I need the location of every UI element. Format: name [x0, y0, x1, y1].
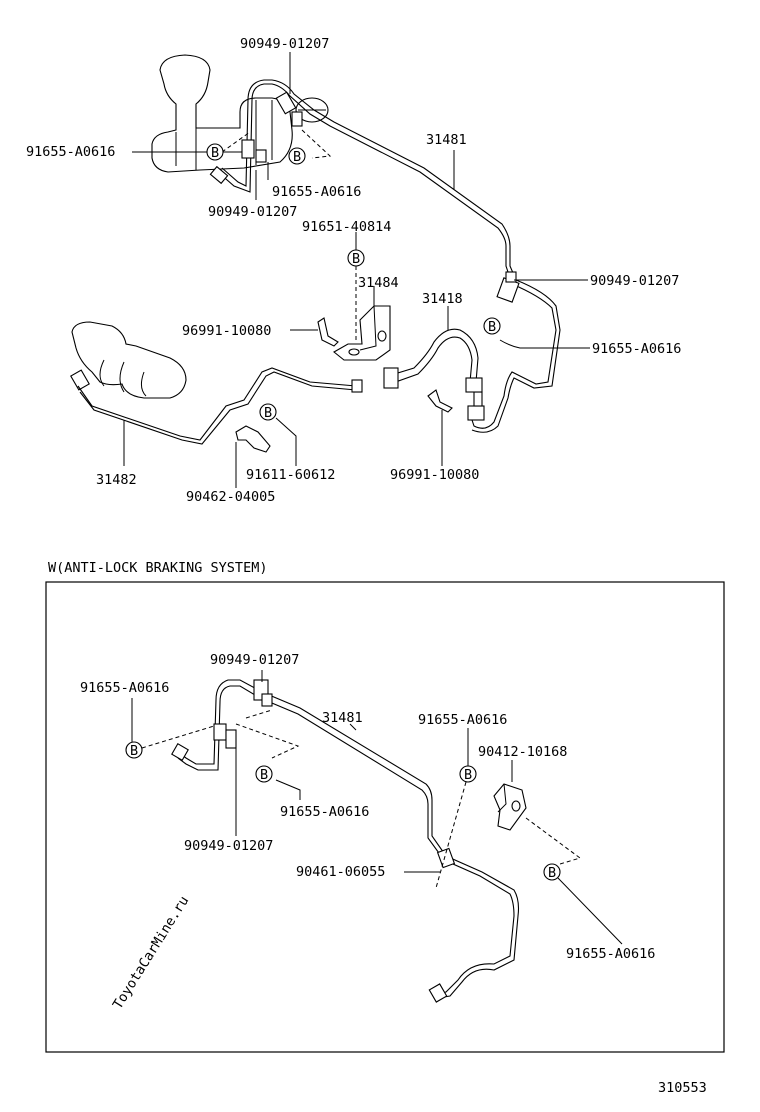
label-abs-right-clamp-bottom: 91655-A0616 [566, 946, 655, 962]
bolt-marker-b: B [352, 251, 360, 267]
label-abs-top-union: 90949-01207 [210, 652, 299, 668]
bracket-31484 [333, 305, 391, 361]
pipe-31482 [77, 367, 363, 445]
bolt-marker-b: B [464, 767, 472, 783]
abs-bolt-markers [125, 741, 561, 881]
label-pipe-31481: 31481 [426, 132, 467, 148]
bolt-marker-b: B [548, 865, 556, 881]
label-right-union: 90949-01207 [590, 273, 679, 289]
figure-number: 310553 [658, 1080, 707, 1096]
label-abs-bracket-bolt: 90412-10168 [478, 744, 567, 760]
label-abs-mid-clamp: 91655-A0616 [280, 804, 369, 820]
hose-31418 [383, 328, 483, 393]
label-right-clamp: 91655-A0616 [592, 341, 681, 357]
bolt-marker-b: B [293, 149, 301, 165]
watermark: ToyotaCarMine.ru [110, 893, 192, 1012]
bolt-marker-b: B [264, 405, 272, 421]
label-clamp-bolt: 91611-60612 [246, 467, 335, 483]
pipe-31481 [217, 79, 561, 433]
upper-bolt-marker-letters: B B B B B [211, 145, 496, 421]
section-w-heading: W(ANTI-LOCK BRAKING SYSTEM) [48, 560, 267, 576]
lower-cylinder-illustration [70, 321, 187, 399]
upper-bolt-markers [206, 143, 501, 421]
abs-fittings [171, 679, 456, 1003]
label-clip-right: 96991-10080 [390, 467, 479, 483]
section-w-frame [45, 581, 725, 1053]
abs-bracket [493, 783, 527, 831]
label-bracket-31484: 31484 [358, 275, 399, 291]
label-abs-left-clamp: 91655-A0616 [80, 680, 169, 696]
label-abs-right-clamp-top: 91655-A0616 [418, 712, 507, 728]
label-lower-union: 90949-01207 [208, 204, 297, 220]
label-mid-clamp: 91655-A0616 [272, 184, 361, 200]
label-abs-pipe-31481: 31481 [322, 710, 363, 726]
abs-leaders [131, 670, 623, 945]
label-abs-lower-union: 90949-01207 [184, 838, 273, 854]
abs-bolt-marker-letters: B B B B [130, 743, 556, 881]
upper-section: B B B B B 90949-01207 91655-A0616 91655-… [26, 36, 681, 505]
bolt-marker-b: B [488, 319, 496, 335]
label-abs-clip: 90461-06055 [296, 864, 385, 880]
clips [235, 317, 453, 453]
label-clamp-nut: 90462-04005 [186, 489, 275, 505]
label-bracket-bolt: 91651-40814 [302, 219, 391, 235]
label-clip-left: 96991-10080 [182, 323, 271, 339]
abs-pipe-31481 [177, 679, 520, 999]
label-top-union: 90949-01207 [240, 36, 329, 52]
section-w: W(ANTI-LOCK BRAKING SYSTEM) [45, 560, 725, 1053]
upper-leaders [123, 52, 590, 488]
label-pipe-31482: 31482 [96, 472, 137, 488]
bolt-marker-b: B [211, 145, 219, 161]
bolt-marker-b: B [260, 767, 268, 783]
bolt-marker-b: B [130, 743, 138, 759]
master-cylinder-illustration [151, 54, 329, 173]
label-hose-31418: 31418 [422, 291, 463, 307]
upper-fittings [209, 91, 520, 421]
label-left-clamp: 91655-A0616 [26, 144, 115, 160]
